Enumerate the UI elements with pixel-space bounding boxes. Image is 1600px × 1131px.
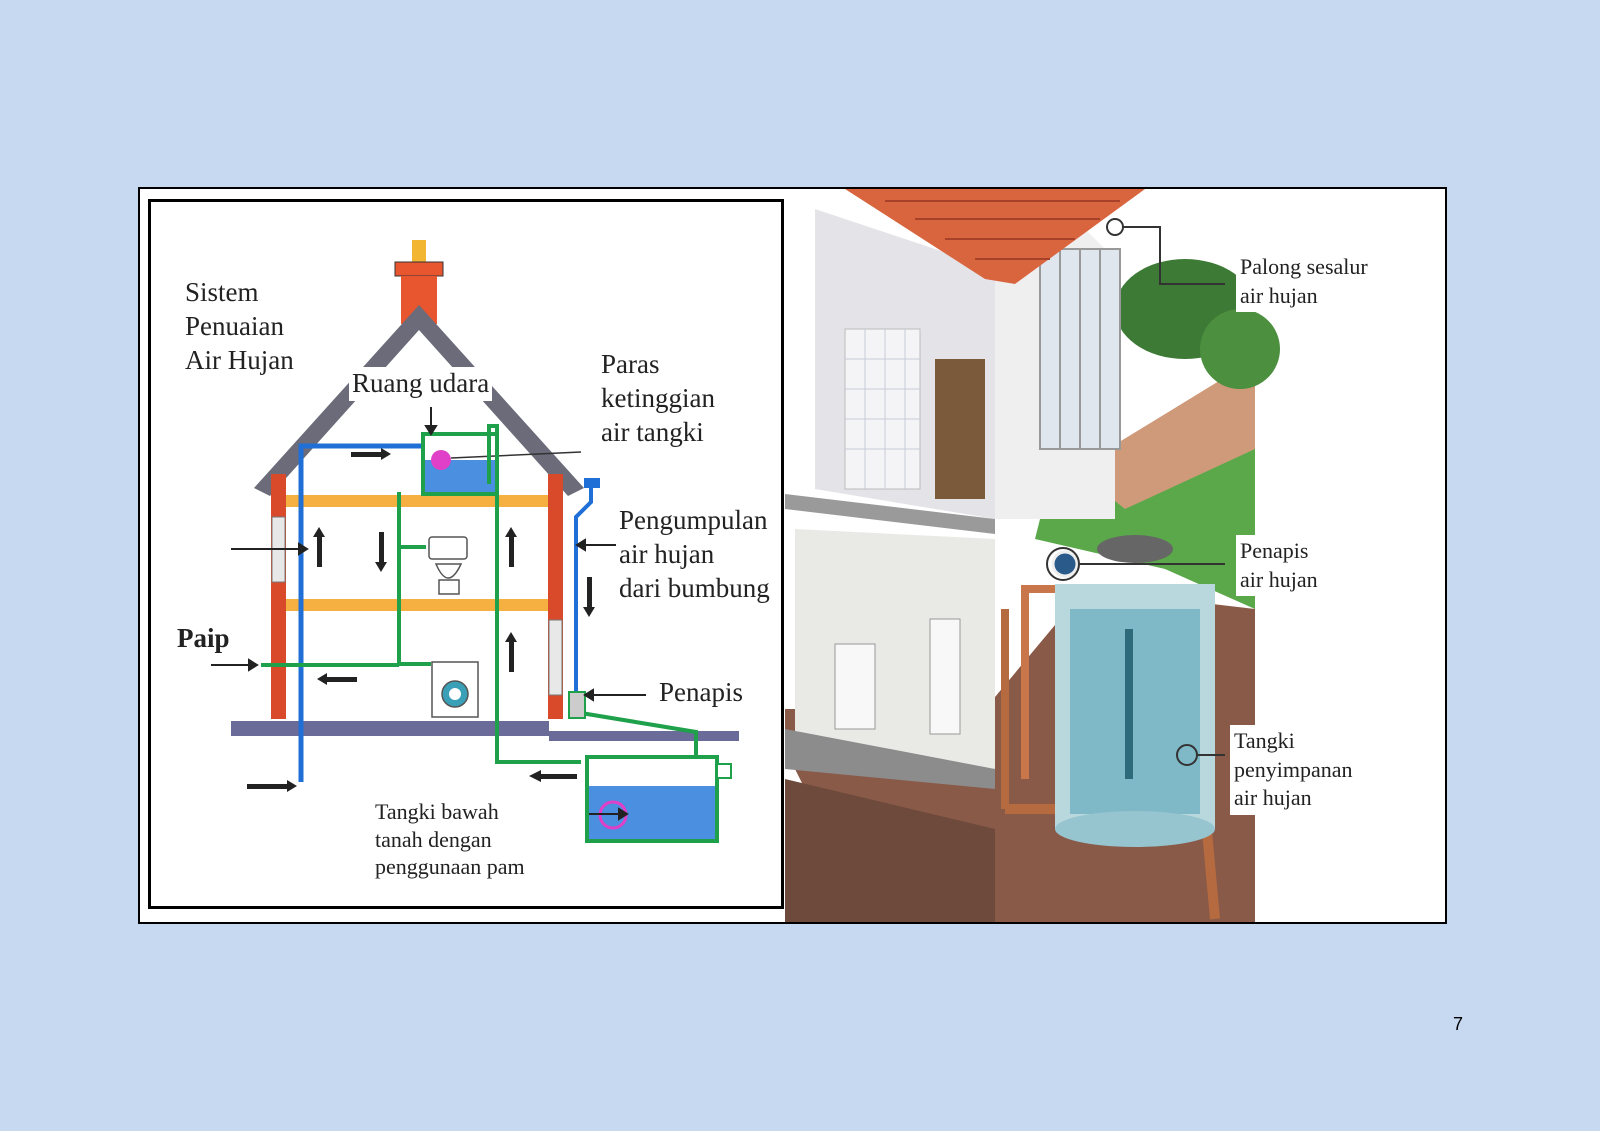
blue-pipe xyxy=(298,443,421,782)
tank-level-label: Paras ketinggian air tangki xyxy=(601,349,715,447)
flow-arrows xyxy=(247,448,595,792)
page-number: 7 xyxy=(1453,1014,1464,1034)
gutter-callout: Palong sesalur air hujan xyxy=(1236,251,1372,313)
washing-machine-3d xyxy=(834,643,876,730)
storage-tank-callout: Tangki penyimpanan air hujan xyxy=(1230,725,1357,815)
middle-floor xyxy=(286,599,548,611)
green-pump-pipe xyxy=(489,424,581,764)
rain-filter-callout: Penapis air hujan xyxy=(1236,535,1322,597)
chimney-flame xyxy=(412,240,426,262)
toilet xyxy=(428,536,468,560)
doorway xyxy=(935,359,985,499)
air-space-label: Ruang udara xyxy=(349,367,493,401)
filter xyxy=(568,691,586,719)
filter-unit xyxy=(1051,550,1079,578)
house-schematic xyxy=(211,240,739,843)
roof-collection-label: Pengumpulan air hujan dari bumbung xyxy=(619,505,770,603)
schematic-panel: Sistem Penuaian Air Hujan Ruang udara Pa… xyxy=(148,199,784,909)
house-illustration xyxy=(785,189,1280,922)
ground-line xyxy=(549,731,739,741)
tank-lid xyxy=(1097,535,1173,563)
underground-tank-label: Tangki bawah tanah dengan penggunaan pam xyxy=(375,799,525,879)
control-unit xyxy=(929,618,961,735)
upper-floor xyxy=(286,495,548,507)
floor-slab xyxy=(785,494,995,534)
tile-roof xyxy=(845,189,1145,284)
rainwater-harvesting-figure: Sistem Penuaian Air Hujan Ruang udara Pa… xyxy=(138,187,1447,924)
patio xyxy=(1075,359,1255,509)
system-title: Sistem Penuaian Air Hujan xyxy=(185,277,294,375)
green-supply-pipe xyxy=(397,492,431,666)
pipe-label: Paip xyxy=(177,623,230,653)
float-ball xyxy=(431,450,451,470)
left-wall xyxy=(271,474,286,719)
filter-label: Penapis xyxy=(659,677,743,707)
lower-room xyxy=(795,529,995,769)
callout-lines xyxy=(1046,218,1225,766)
